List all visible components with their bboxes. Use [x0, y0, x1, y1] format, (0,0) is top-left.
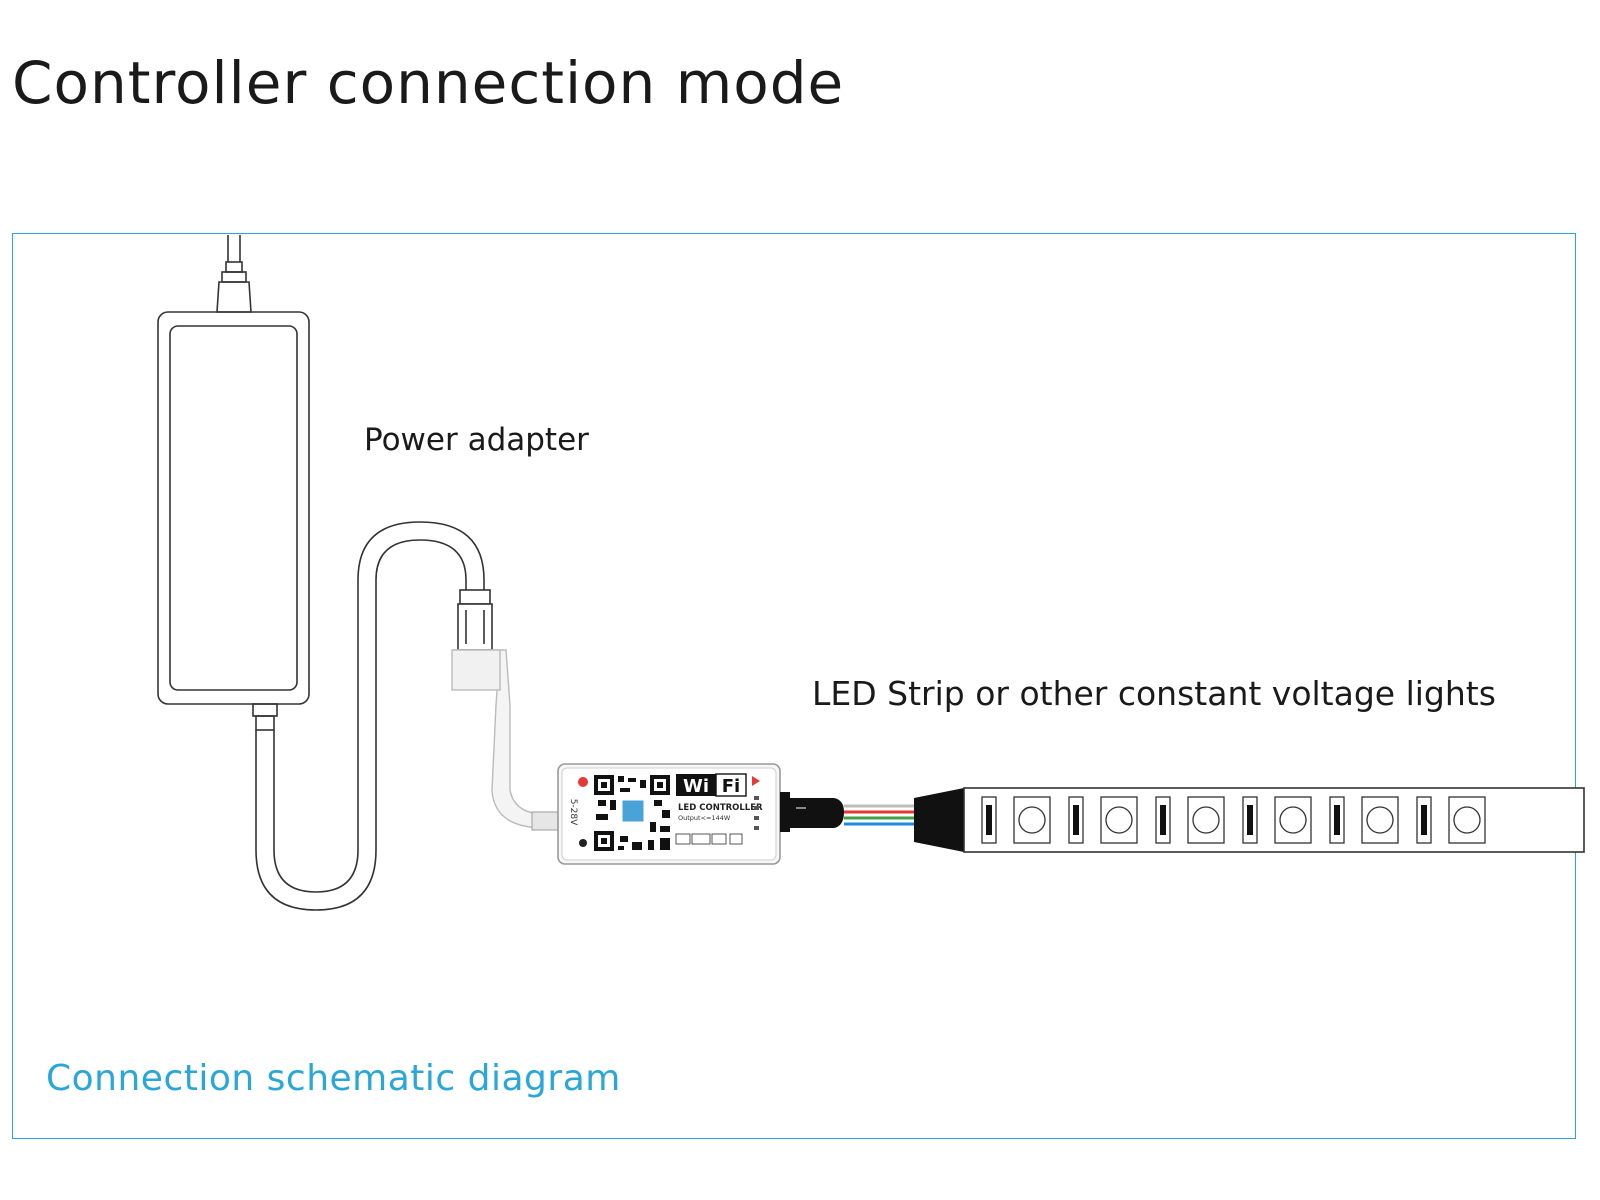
controller-output: Output<=144W [678, 814, 731, 822]
controller-voltage: 5-28V [568, 799, 578, 826]
diagram-frame [12, 233, 1576, 1139]
adapter-cable [255, 521, 485, 911]
strip-resistor [1068, 796, 1084, 844]
power-adapter-icon [157, 235, 310, 731]
strip-resistor [1416, 796, 1432, 844]
pin-marks [754, 796, 759, 830]
power-adapter-label: Power adapter [364, 422, 589, 458]
strip-resistor [1155, 796, 1171, 844]
controller-name: LED CONTROLLER [678, 803, 763, 813]
dc-female-cable [451, 649, 563, 831]
led-strip-icon [914, 787, 1585, 853]
led-strip-label: LED Strip or other constant voltage ligh… [812, 674, 1496, 713]
strip-led-chip [1100, 796, 1138, 844]
certification-icons [675, 833, 743, 845]
diagram-caption: Connection schematic diagram [46, 1058, 621, 1099]
app-logo-icon [621, 799, 645, 823]
wifi-badge [676, 774, 716, 796]
rgb-connector-icon [780, 792, 914, 832]
wifi-badge-right: Fi [722, 776, 740, 797]
strip-led-chip [1274, 796, 1312, 844]
strip-resistor [981, 796, 997, 844]
qr-code-icon [592, 773, 672, 853]
button-icon [579, 839, 587, 847]
strip-resistor [1242, 796, 1258, 844]
strip-led-chip [1361, 796, 1399, 844]
strip-resistor [1329, 796, 1345, 844]
strip-led-chip [1448, 796, 1486, 844]
power-led-icon [578, 777, 588, 787]
arrow-icon [752, 776, 760, 786]
dc-jack-icon [457, 589, 493, 651]
page-title: Controller connection mode [12, 49, 845, 117]
strip-led-chip [1187, 796, 1225, 844]
wifi-badge-left: Wi [683, 776, 709, 797]
wifi-controller-icon: 5-28V [557, 763, 781, 865]
strip-led-chip [1013, 796, 1051, 844]
